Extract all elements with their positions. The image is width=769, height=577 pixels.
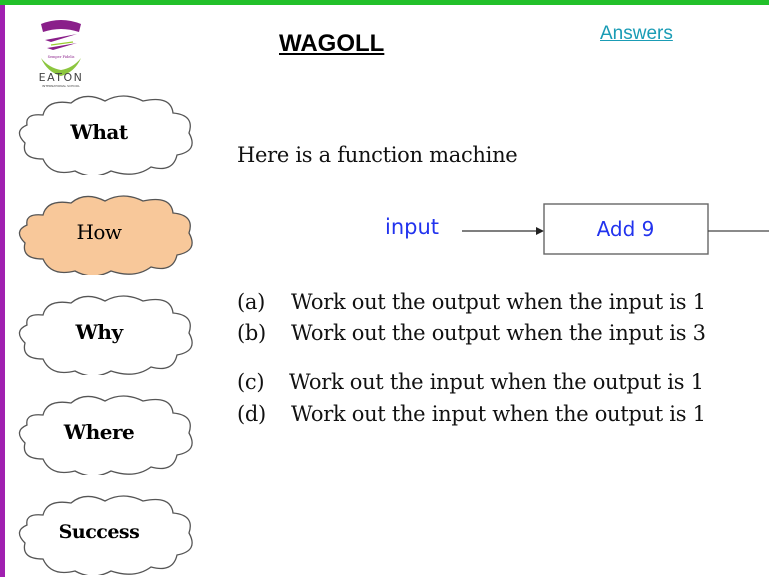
sidebar-item-label: What bbox=[70, 120, 128, 144]
question-d: (d) Work out the input when the output is… bbox=[237, 402, 706, 426]
question-label: (c) bbox=[237, 370, 265, 394]
machine-input-label: input bbox=[385, 215, 440, 239]
sidebar-item-label: Success bbox=[58, 521, 140, 543]
answers-link[interactable]: Answers bbox=[600, 23, 673, 44]
question-a: (a) Work out the output when the input is… bbox=[237, 290, 706, 314]
cloud-shape-icon bbox=[18, 495, 193, 575]
operation-box bbox=[543, 203, 709, 255]
cloud-shape-icon bbox=[18, 295, 193, 375]
left-accent-bar bbox=[0, 5, 5, 577]
question-label: (b) bbox=[237, 321, 266, 345]
sidebar-item-label: Where bbox=[63, 420, 135, 444]
question-text: Work out the input when the output is 1 bbox=[289, 370, 704, 394]
sidebar-item-why[interactable]: Why bbox=[13, 293, 200, 375]
sidebar-item-where[interactable]: Where bbox=[13, 393, 200, 475]
question-label: (a) bbox=[237, 290, 266, 314]
question-c: (c) Work out the input when the output is… bbox=[237, 370, 704, 394]
sidebar-item-label: How bbox=[76, 220, 122, 244]
logo-subtitle: INTERNATIONAL SCHOOL bbox=[42, 84, 80, 88]
page-title: WAGOLL bbox=[279, 30, 385, 57]
question-text: Work out the input when the output is 1 bbox=[291, 402, 706, 426]
sidebar-item-success[interactable]: Success bbox=[13, 493, 200, 575]
sidebar-item-how[interactable]: How bbox=[13, 193, 200, 275]
cloud-shape-icon bbox=[18, 95, 193, 175]
question-label: (d) bbox=[237, 402, 266, 426]
svg-text:Semper Fidelis: Semper Fidelis bbox=[48, 55, 75, 59]
top-accent-bar bbox=[0, 0, 769, 5]
question-text: Work out the output when the input is 1 bbox=[291, 290, 706, 314]
question-text: Work out the output when the input is 3 bbox=[291, 321, 706, 345]
machine-operation: Add 9 bbox=[596, 217, 655, 241]
logo-name: EATON bbox=[38, 71, 84, 84]
sidebar-item-what[interactable]: What bbox=[13, 93, 200, 175]
sidebar-item-label: Why bbox=[75, 320, 123, 344]
intro-text: Here is a function machine bbox=[237, 143, 518, 167]
arrow-head-icon bbox=[536, 227, 544, 235]
cloud-shape-icon bbox=[18, 195, 193, 275]
question-b: (b) Work out the output when the input is… bbox=[237, 321, 706, 345]
school-crest-logo: Semper Fidelis bbox=[41, 20, 81, 76]
cloud-shape-icon bbox=[18, 395, 193, 475]
function-machine-diagram bbox=[462, 203, 769, 255]
